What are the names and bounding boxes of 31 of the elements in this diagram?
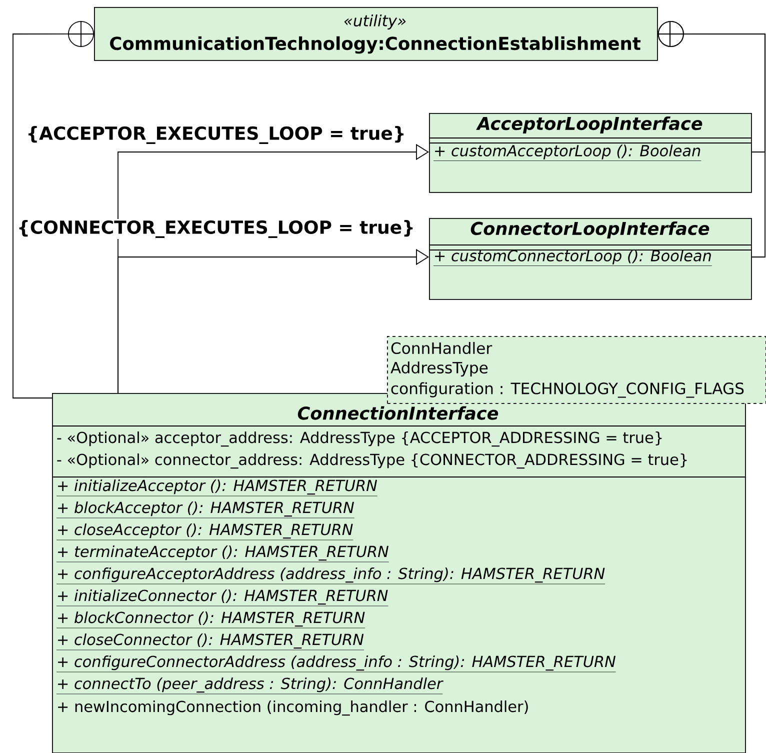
operation: + newIncomingConnection (incoming_handler : ConnHandler) bbox=[58, 700, 528, 716]
interface-box bbox=[428, 218, 752, 300]
operation: + closeAcceptor (): HAMSTER_RETURN bbox=[56, 523, 354, 540]
template-parameter: ConnHandler bbox=[391, 342, 492, 354]
connector bbox=[12, 20, 94, 398]
connector bbox=[656, 20, 766, 258]
operation: + initializeAcceptor (): HAMSTER_RETURN bbox=[56, 479, 378, 496]
operation: + terminateAcceptor (): HAMSTER_RETURN bbox=[56, 545, 390, 562]
utility-class-box bbox=[94, 7, 658, 61]
class-name: ConnectionInterface bbox=[298, 406, 498, 420]
operation: + connectTo (peer_address : String): ConnHandler bbox=[56, 677, 444, 694]
template-parameter-box bbox=[387, 336, 766, 404]
interface-name: ConnectorLoopInterface bbox=[470, 222, 710, 239]
edge-label: {ACCEPTOR_EXECUTES_LOOP = true} bbox=[25, 125, 407, 145]
operation: + configureAcceptorAddress (address_info : String): HAMSTER_RETURN bbox=[56, 567, 606, 584]
template-parameter: AddressType bbox=[390, 361, 488, 377]
interface-name: AcceptorLoopInterface bbox=[476, 116, 702, 134]
stereotype: «utility» bbox=[344, 14, 406, 30]
operation: + configureConnectorAddress (address_info : String): HAMSTER_RETURN bbox=[56, 655, 616, 672]
operation: + blockAcceptor (): HAMSTER_RETURN bbox=[56, 501, 355, 518]
operation: + customAcceptorLoop (): Boolean bbox=[433, 144, 702, 161]
connector bbox=[118, 248, 429, 394]
operation: + initializeConnector (): HAMSTER_RETURN bbox=[56, 589, 388, 606]
interface-box bbox=[428, 113, 752, 193]
operation: + blockConnector (): HAMSTER_RETURN bbox=[56, 611, 366, 628]
template-parameter: configuration : TECHNOLOGY_CONFIG_FLAGS bbox=[391, 382, 744, 398]
edge-label: {CONNECTOR_EXECUTES_LOOP = true} bbox=[16, 219, 416, 239]
class-name: CommunicationTechnology:ConnectionEstablishment bbox=[110, 36, 641, 54]
attribute: - «Optional» connector_address: AddressType {CONNECTOR_ADDRESSING = true} bbox=[57, 453, 687, 469]
attribute: - «Optional» acceptor_address: AddressType {ACCEPTOR_ADDRESSING = true} bbox=[57, 431, 662, 447]
operation: + closeConnector (): HAMSTER_RETURN bbox=[56, 633, 364, 650]
